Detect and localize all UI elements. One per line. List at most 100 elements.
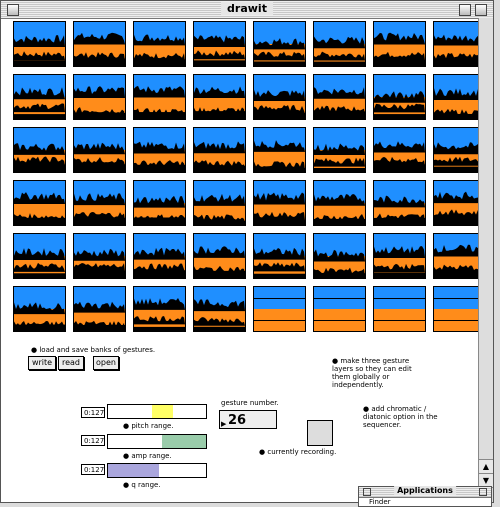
gesture-tile-graphic xyxy=(314,128,365,172)
gesture-tile[interactable] xyxy=(13,180,66,226)
gesture-tile[interactable] xyxy=(373,127,426,173)
gesture-tile[interactable] xyxy=(313,127,366,173)
q-range-number[interactable]: 0:127 xyxy=(81,464,105,475)
gesture-tile[interactable] xyxy=(73,21,126,67)
q-range-fill xyxy=(108,464,159,477)
gesture-tile-graphic xyxy=(194,287,245,331)
gesture-tile[interactable] xyxy=(133,21,186,67)
write-button[interactable]: write xyxy=(28,356,56,370)
gesture-tile[interactable] xyxy=(253,127,306,173)
gesture-tile[interactable] xyxy=(373,21,426,67)
gesture-tile[interactable] xyxy=(13,127,66,173)
gesture-tile-graphic xyxy=(254,181,305,225)
collapse-box[interactable] xyxy=(475,4,487,16)
applications-palette[interactable]: Applications Finder xyxy=(358,486,492,507)
gesture-tile-graphic xyxy=(134,22,185,66)
gesture-tile[interactable] xyxy=(313,74,366,120)
gesture-tile-graphic xyxy=(374,75,425,119)
pitch-range-number[interactable]: 0:127 xyxy=(81,407,105,418)
applications-close-box[interactable] xyxy=(363,488,371,496)
gesture-tile[interactable] xyxy=(433,233,486,279)
gesture-tile[interactable] xyxy=(73,286,126,332)
amp-range-number[interactable]: 0:127 xyxy=(81,435,105,446)
scroll-down-arrow-icon[interactable]: ▼ xyxy=(479,473,493,488)
gesture-tile[interactable] xyxy=(313,180,366,226)
gesture-tile[interactable] xyxy=(373,180,426,226)
amp-range-slider[interactable] xyxy=(107,434,207,449)
gesture-tile-graphic xyxy=(254,128,305,172)
gesture-tile[interactable] xyxy=(193,180,246,226)
gesture-tile-graphic xyxy=(14,22,65,66)
pitch-range-slider[interactable] xyxy=(107,404,207,419)
gesture-tile[interactable] xyxy=(253,21,306,67)
gesture-tile[interactable] xyxy=(133,127,186,173)
gesture-tile[interactable] xyxy=(133,74,186,120)
gesture-tile[interactable] xyxy=(193,233,246,279)
gesture-tile-graphic xyxy=(434,75,485,119)
gesture-tile[interactable] xyxy=(373,74,426,120)
read-button[interactable]: read xyxy=(58,356,84,370)
zoom-box[interactable] xyxy=(459,4,471,16)
gesture-tile-graphic xyxy=(254,287,305,331)
gesture-tile-graphic xyxy=(434,234,485,278)
gesture-tile-graphic xyxy=(74,75,125,119)
gesture-tile[interactable] xyxy=(13,74,66,120)
gesture-tile[interactable] xyxy=(253,286,306,332)
gesture-tile[interactable] xyxy=(433,127,486,173)
gesture-tile[interactable] xyxy=(73,233,126,279)
gesture-tile-graphic xyxy=(74,181,125,225)
gesture-tile[interactable] xyxy=(13,286,66,332)
gesture-tile-graphic xyxy=(434,287,485,331)
q-range-label: ● q range. xyxy=(123,481,161,489)
gesture-tile-graphic xyxy=(14,75,65,119)
gesture-tile-graphic xyxy=(374,287,425,331)
gesture-tile[interactable] xyxy=(133,233,186,279)
gesture-tile[interactable] xyxy=(73,180,126,226)
gesture-tile-graphic xyxy=(374,181,425,225)
gesture-tile[interactable] xyxy=(313,21,366,67)
pitch-range-label-text: pitch range. xyxy=(131,422,174,430)
gesture-tile[interactable] xyxy=(433,74,486,120)
gesture-tile[interactable] xyxy=(193,21,246,67)
gesture-tile[interactable] xyxy=(193,286,246,332)
gesture-tile[interactable] xyxy=(433,21,486,67)
gesture-number-box[interactable]: ▶26 xyxy=(219,410,277,429)
gesture-tile[interactable] xyxy=(253,74,306,120)
scroll-up-arrow-icon[interactable]: ▲ xyxy=(479,459,493,474)
record-toggle[interactable] xyxy=(307,420,333,446)
gesture-tile-graphic xyxy=(194,128,245,172)
gesture-tile[interactable] xyxy=(133,286,186,332)
open-button[interactable]: open xyxy=(93,356,119,370)
gesture-tile-graphic xyxy=(374,128,425,172)
gesture-tile-graphic xyxy=(74,287,125,331)
gesture-tile[interactable] xyxy=(13,233,66,279)
finder-item[interactable]: Finder xyxy=(369,498,391,506)
gesture-tile[interactable] xyxy=(253,180,306,226)
vertical-scrollbar[interactable]: ▲ ▼ xyxy=(478,18,493,488)
title-bar[interactable]: drawit xyxy=(1,1,493,19)
q-range-slider[interactable] xyxy=(107,463,207,478)
gesture-tile[interactable] xyxy=(373,286,426,332)
gesture-tile[interactable] xyxy=(133,180,186,226)
gesture-tile[interactable] xyxy=(13,21,66,67)
applications-title-bar[interactable]: Applications xyxy=(359,486,491,498)
gesture-tile-graphic xyxy=(14,287,65,331)
chromatic-note: ● add chromatic / diatonic option in the… xyxy=(363,405,438,429)
gesture-tile[interactable] xyxy=(193,74,246,120)
gesture-tile-graphic xyxy=(434,181,485,225)
gesture-tile[interactable] xyxy=(313,233,366,279)
gesture-tile[interactable] xyxy=(253,233,306,279)
gesture-tile[interactable] xyxy=(313,286,366,332)
gesture-tile-graphic xyxy=(374,234,425,278)
applications-collapse-box[interactable] xyxy=(479,488,487,496)
gesture-tile[interactable] xyxy=(73,127,126,173)
gesture-tile[interactable] xyxy=(73,74,126,120)
gesture-tile-graphic xyxy=(314,22,365,66)
window-title: drawit xyxy=(221,2,273,15)
gesture-tile[interactable] xyxy=(433,286,486,332)
gesture-tile[interactable] xyxy=(193,127,246,173)
close-box[interactable] xyxy=(7,4,19,16)
gesture-tile[interactable] xyxy=(373,233,426,279)
recording-note: ● currently recording. xyxy=(259,448,337,456)
